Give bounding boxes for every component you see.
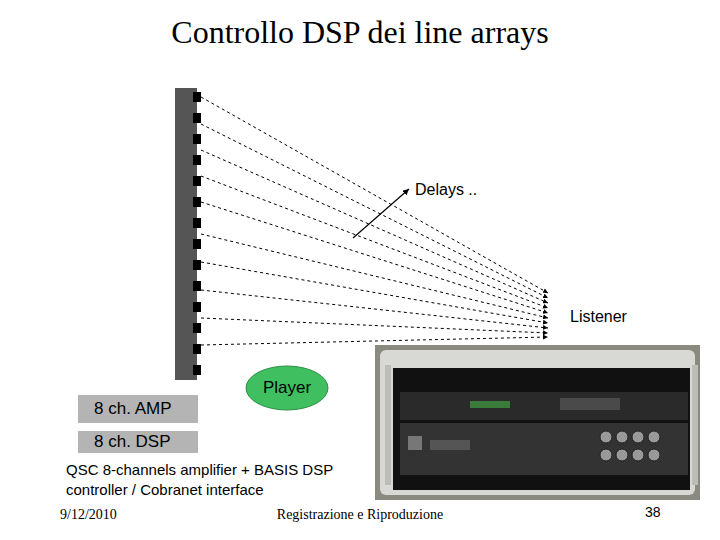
node-label: Player [263,378,311,398]
player-ellipse: Player [245,365,329,411]
leader-line [353,189,409,238]
footer-date: 9/12/2010 [60,507,117,523]
node-label: 8 ch. AMP [94,399,171,419]
slide-number: 38 [645,504,661,520]
slide-title: Controllo DSP dei line arrays [0,14,720,51]
annotation: Listener [570,308,627,326]
footer-title: Registrazione e Riproduzione [0,507,720,523]
line-array-bar [175,88,197,380]
rack-photo [375,345,700,500]
amp-box: 8 ch. AMP [78,395,198,423]
annotation: Delays .. [415,181,477,199]
sound-paths [201,97,548,345]
node-label: 8 ch. DSP [94,432,171,452]
speaker-elements [193,92,201,375]
dsp-box: 8 ch. DSP [78,431,198,453]
photo-caption: QSC 8-channels amplifier + BASIS DSP con… [66,460,366,500]
